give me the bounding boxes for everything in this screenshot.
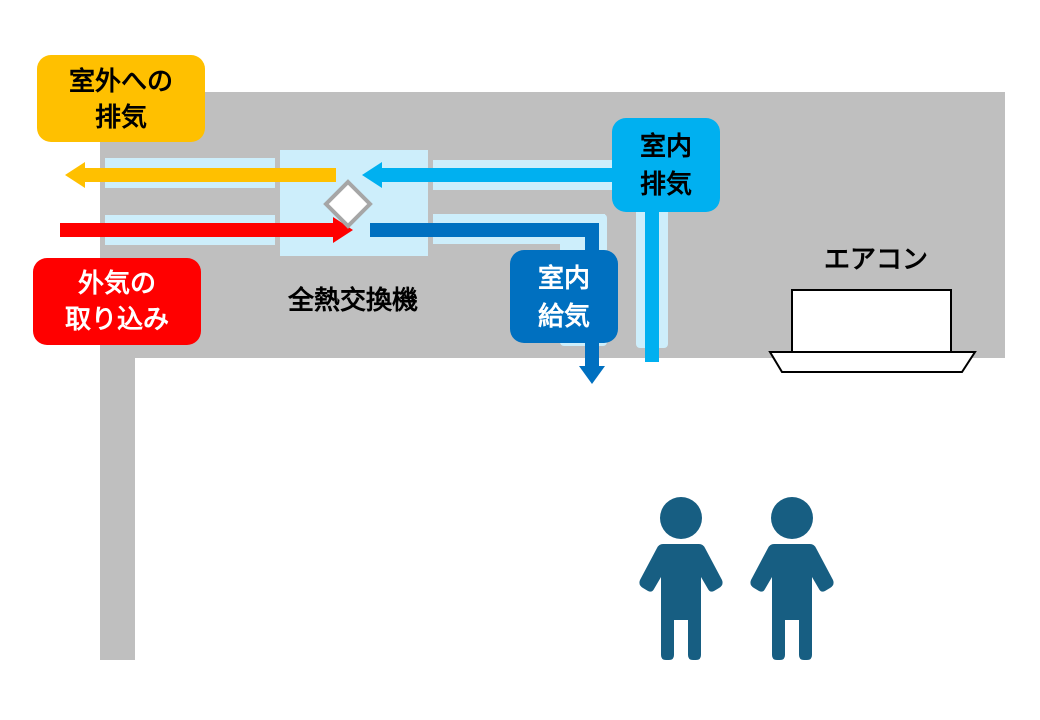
- person-icon: [639, 497, 723, 660]
- heat-exchanger-core-icon: [323, 179, 373, 229]
- wall: [100, 358, 135, 660]
- heat-exchanger-label: 全熱交換機: [287, 285, 418, 316]
- indoor-supply-label: 室内 給気: [510, 250, 618, 343]
- indoor-supply-line1: 室内: [538, 263, 590, 294]
- outdoor-exhaust-arrow: [65, 162, 336, 188]
- outdoor-intake-line2: 取り込み: [65, 305, 169, 335]
- air-conditioner-label: エアコン: [824, 245, 928, 275]
- outdoor-exhaust-line1: 室外への: [69, 66, 173, 97]
- air-conditioner-icon: [768, 289, 977, 373]
- indoor-exhaust-line2: 排気: [640, 169, 692, 200]
- outdoor-intake-arrow: [60, 217, 353, 243]
- person-icon: [750, 497, 834, 660]
- outdoor-intake-line1: 外気の: [78, 268, 156, 299]
- outdoor-intake-label: 外気の 取り込み: [33, 258, 201, 345]
- indoor-exhaust-line1: 室内: [640, 131, 692, 162]
- indoor-exhaust-arrow: [362, 162, 659, 362]
- outdoor-exhaust-label: 室外への 排気: [37, 55, 205, 142]
- indoor-supply-line2: 給気: [538, 301, 590, 332]
- indoor-exhaust-label: 室内 排気: [612, 118, 720, 212]
- outdoor-exhaust-line2: 排気: [95, 102, 147, 133]
